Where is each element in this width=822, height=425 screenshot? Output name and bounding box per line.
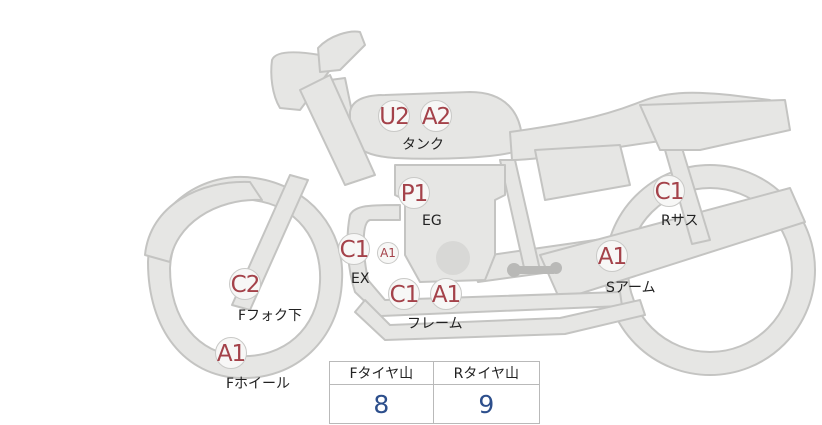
f-wheel-label: Fホイール: [226, 376, 291, 392]
frame-grade-c1: C1: [388, 278, 420, 310]
frame-neck: [299, 74, 376, 186]
f-wheel-grade-a1: A1: [215, 337, 247, 369]
s-arm-label: Sアーム: [606, 280, 656, 296]
eg-grade-p1: P1: [398, 177, 430, 209]
r-suspension-label: Rサス: [661, 213, 699, 229]
ex-grade-a1: A1: [377, 242, 399, 264]
tread-value-row: 8 9: [329, 384, 541, 424]
tank-grade-a2: A2: [420, 100, 452, 132]
tread-header-row: Fタイヤ山 Rタイヤ山: [329, 360, 541, 386]
tank-grade-u2: U2: [378, 100, 410, 132]
f-fork-lower-grade-c2: C2: [229, 268, 261, 300]
ex-grade-c1: C1: [338, 233, 370, 265]
rear-tread-header: Rタイヤ山: [432, 360, 541, 386]
rear-tread-value: 9: [432, 384, 541, 424]
exhaust-pipe-lower: [354, 299, 646, 341]
ex-label: EX: [351, 271, 370, 287]
frame-label: フレーム: [407, 316, 463, 332]
muffler: [539, 187, 806, 301]
handlebar: [317, 30, 366, 73]
rear-fender: [639, 99, 791, 151]
f-fork-lower-label: Fフォク下: [238, 308, 303, 324]
tank-label: タンク: [402, 137, 444, 153]
side-cover: [534, 144, 631, 201]
tire-tread-table: Fタイヤ山 Rタイヤ山 8 9: [329, 360, 541, 424]
eg-label: EG: [422, 213, 442, 229]
stand-bar: [514, 266, 554, 274]
front-fender: [144, 180, 263, 263]
r-suspension-grade-c1: C1: [653, 175, 685, 207]
engine-cover: [436, 241, 470, 275]
stand-knob-right: [550, 262, 562, 274]
front-tread-value: 8: [329, 384, 434, 424]
front-tread-header: Fタイヤ山: [329, 360, 434, 386]
s-arm-grade-a1: A1: [596, 240, 628, 272]
frame-grade-a1: A1: [430, 278, 462, 310]
